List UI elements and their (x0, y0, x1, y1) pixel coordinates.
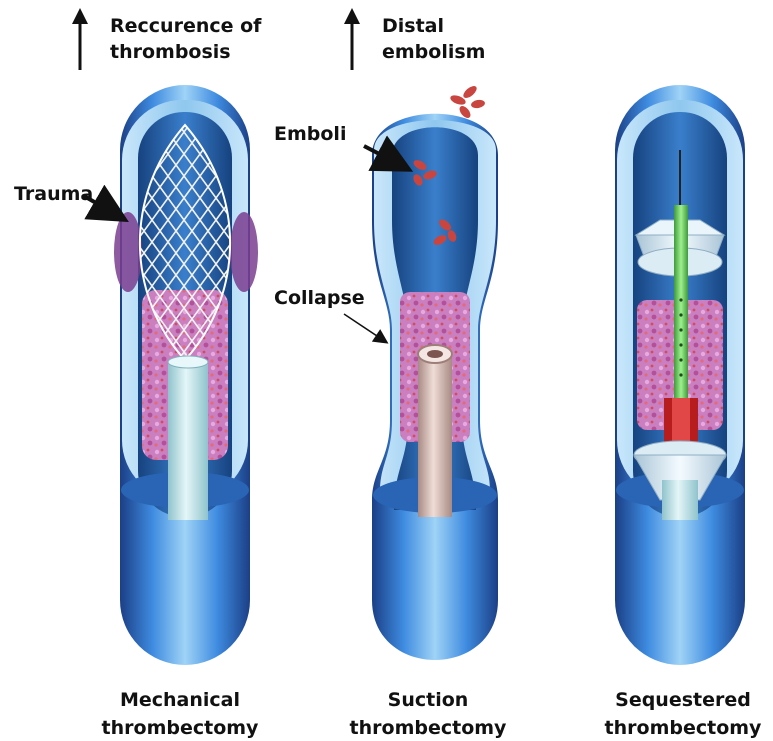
trauma-callout: Trauma (14, 183, 122, 218)
trauma-arrow-icon (84, 196, 122, 218)
suction-caption-line1: Suction (388, 689, 469, 711)
sequestered-caption-line2: thrombectomy (605, 717, 763, 739)
emboli-label: Emboli (274, 123, 346, 145)
recurrence-label-line1: Reccurence of (110, 15, 262, 37)
suction-vessel (372, 84, 498, 660)
collapse-label: Collapse (274, 287, 365, 309)
up-arrow-head-icon (72, 8, 88, 24)
recurrence-label-line2: thrombosis (110, 41, 231, 63)
aspiration-catheter-lumen (427, 350, 443, 358)
trauma-right-mark (230, 212, 258, 292)
sequestered-vessel (615, 85, 745, 665)
sequestered-caption-line1: Sequestered (615, 689, 751, 711)
suction-caption-line2: thrombectomy (350, 717, 508, 739)
trauma-label: Trauma (14, 183, 93, 205)
mechanical-caption-line1: Mechanical (120, 689, 240, 711)
perforated-catheter (674, 205, 688, 400)
aspiration-catheter (418, 352, 452, 517)
distal-label-line2: embolism (382, 41, 485, 63)
recurrence-arrow-group: Reccurence of thrombosis (72, 8, 262, 70)
up-arrow-head-icon (344, 8, 360, 24)
catheter-tip (168, 356, 208, 368)
collapse-arrow-icon (344, 314, 386, 342)
trauma-left-mark (114, 212, 142, 292)
catheter (168, 360, 208, 520)
distal-label-line1: Distal (382, 15, 444, 37)
collapse-callout: Collapse (274, 287, 386, 342)
mechanical-caption: Mechanical thrombectomy (102, 689, 260, 739)
catheter (662, 480, 698, 520)
sequestered-caption: Sequestered thrombectomy (605, 689, 763, 739)
mechanical-caption-line2: thrombectomy (102, 717, 260, 739)
distal-arrow-group: Distal embolism (344, 8, 485, 70)
red-hub-highlight (672, 398, 690, 444)
mechanical-vessel (114, 85, 258, 665)
suction-caption: Suction thrombectomy (350, 689, 508, 739)
